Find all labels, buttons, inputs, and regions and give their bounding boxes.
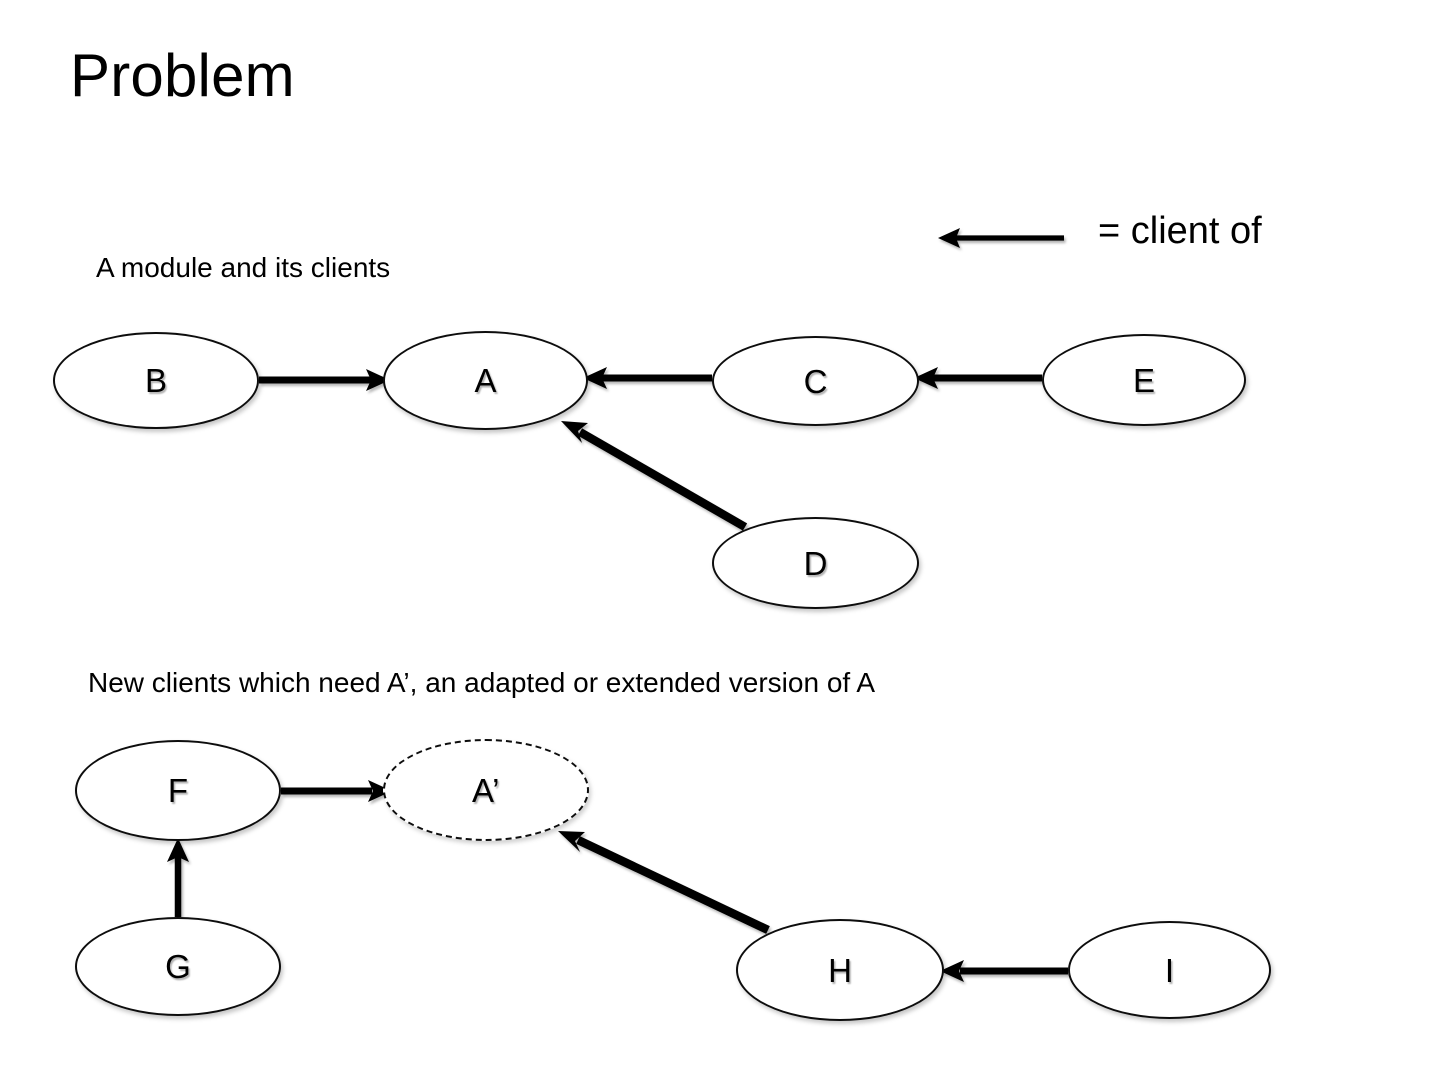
edge-c-to-a [583, 367, 712, 389]
edge-e-to-c [914, 367, 1042, 389]
node-g[interactable]: G [75, 917, 281, 1016]
left-arrow-icon [938, 228, 1064, 248]
page-title: Problem [70, 42, 295, 109]
edge-b-to-a [259, 369, 390, 391]
node-h-label: H [828, 951, 852, 989]
node-d-label: D [803, 544, 828, 582]
node-i-label: I [1164, 951, 1175, 989]
node-g-label: G [165, 948, 191, 985]
node-b[interactable]: B [53, 332, 259, 429]
node-b-label: B [144, 362, 167, 399]
node-c-label: C [803, 362, 828, 400]
edge-i-to-h [940, 960, 1068, 982]
node-i[interactable]: I [1068, 921, 1271, 1019]
node-c[interactable]: C [712, 336, 919, 426]
edge-h-to-aprime [558, 831, 770, 934]
node-a-prime[interactable]: A’ [383, 739, 589, 841]
edge-d-to-a [561, 421, 748, 531]
node-a-label: A [474, 362, 497, 399]
node-f-label: F [167, 772, 189, 809]
node-a[interactable]: A [383, 331, 588, 430]
node-e[interactable]: E [1042, 334, 1246, 426]
node-e-label: E [1132, 361, 1155, 399]
node-a-prime-label: A’ [472, 771, 500, 809]
legend: = client of [930, 206, 1350, 270]
caption-module-and-clients: A module and its clients [96, 252, 391, 283]
caption-new-clients: New clients which need A’, an adapted or… [88, 667, 876, 698]
node-d[interactable]: D [712, 517, 919, 609]
edge-f-to-aprime [281, 780, 392, 802]
node-f[interactable]: F [75, 740, 281, 841]
edge-g-to-f [167, 838, 189, 917]
legend-label: = client of [1098, 210, 1262, 252]
node-h[interactable]: H [736, 919, 944, 1021]
